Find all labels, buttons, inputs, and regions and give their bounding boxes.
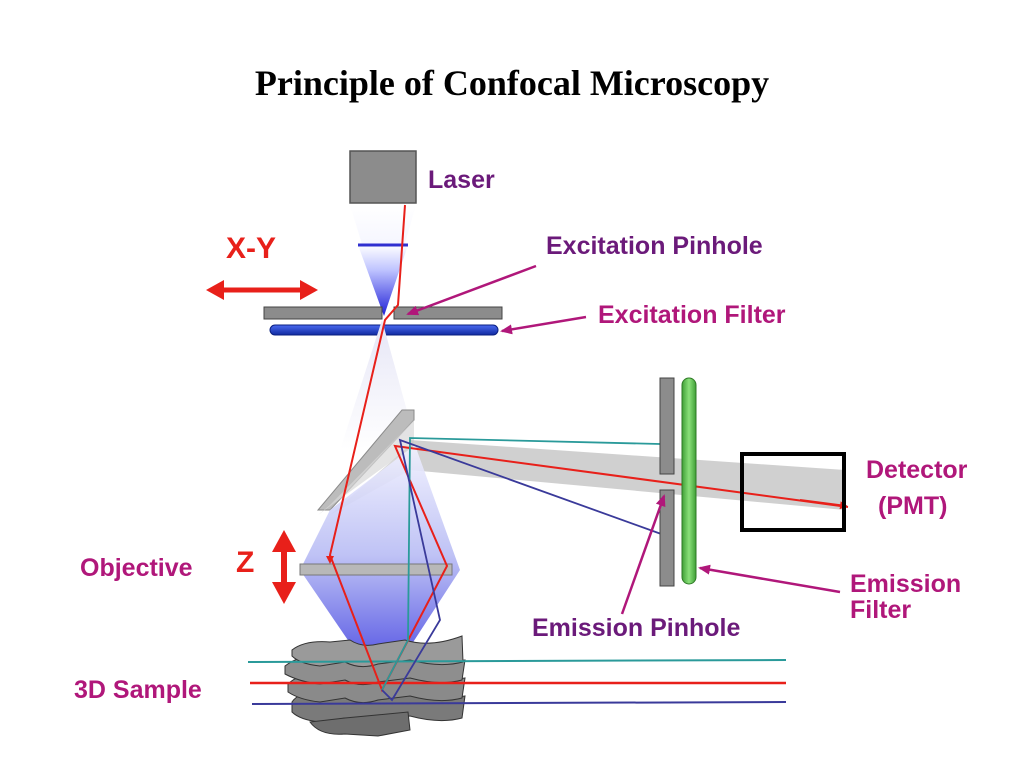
emission-pinhole-lower-plate [659, 489, 675, 587]
excitation-filter-pointer [500, 315, 587, 335]
detector-box [740, 452, 846, 532]
z-label: Z [236, 546, 254, 579]
objective-lens [299, 563, 453, 576]
sample-stack [284, 635, 466, 737]
beam-teal [381, 437, 661, 691]
emission-pinhole-upper-plate [659, 377, 675, 475]
dichroic-mirror [316, 409, 415, 511]
focal-plane-navy [251, 701, 787, 705]
diagram-title: Principle of Confocal Microscopy [254, 63, 770, 103]
emission-filter-label-line1: Emission [850, 570, 961, 598]
detector-label-line2: (PMT) [878, 492, 947, 520]
emission-filter [681, 377, 697, 585]
beam-navy [381, 438, 665, 702]
xy-double-arrow [206, 280, 318, 300]
xy-label: X-Y [226, 232, 276, 265]
excitation-pinhole-pointer [406, 264, 537, 316]
focal-plane-teal [247, 659, 787, 663]
excitation-filter-label: Excitation Filter [598, 301, 786, 329]
emission-pinhole-pointer [620, 494, 666, 615]
laser-focus-cone [358, 245, 408, 316]
objective-label: Objective [80, 554, 193, 582]
z-double-arrow [272, 530, 296, 604]
excitation-pinhole-left-plate [263, 306, 383, 320]
detector-beam-cone [410, 440, 845, 510]
sample-label: 3D Sample [74, 676, 202, 704]
laser-source [349, 150, 417, 204]
emission-pinhole-label: Emission Pinhole [532, 614, 740, 642]
excitation-pinhole-label: Excitation Pinhole [546, 232, 763, 260]
emission-filter-label-line2: Filter [850, 596, 911, 624]
emission-filter-pointer [698, 564, 841, 594]
detector-label-line1: Detector [866, 456, 968, 484]
laser-label: Laser [428, 166, 495, 194]
